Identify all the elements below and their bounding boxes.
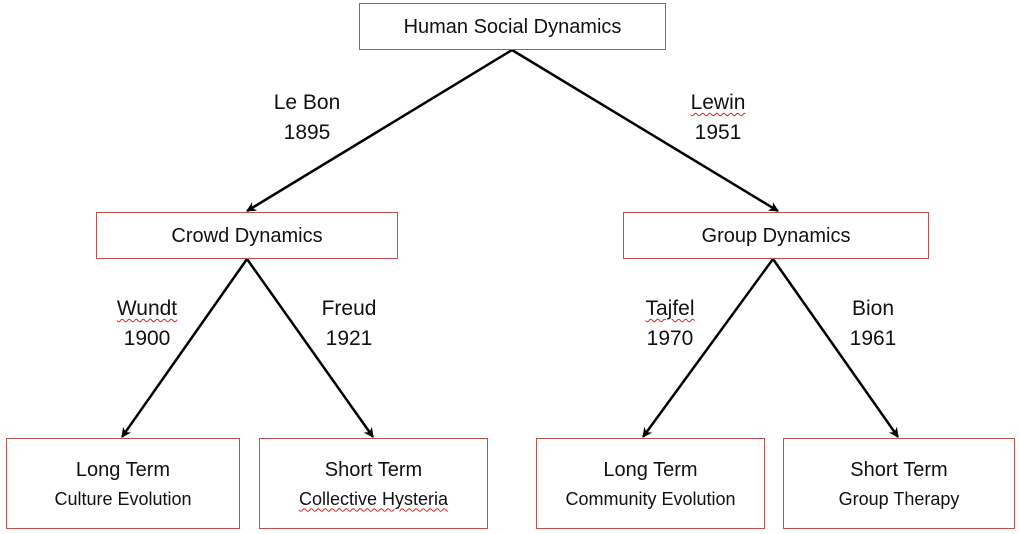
node-group-dynamics: Group Dynamics [623,212,929,259]
node-title: Long Term [75,458,171,481]
node-title: Group Dynamics [701,224,851,247]
edge-label-name: Lewin [690,91,746,114]
edge-label-name: Le Bon [273,91,341,114]
edge-label-year: 1961 [849,327,897,350]
node-crowd-long-term: Long Term Culture Evolution [6,438,240,529]
node-subtitle: Community Evolution [565,488,736,509]
edge-label-lewin: Lewin 1951 [663,88,773,148]
node-crowd-dynamics: Crowd Dynamics [96,212,398,259]
node-subtitle: Group Therapy [838,488,960,509]
edge-label-name: Freud [321,297,377,320]
edge-label-lebon: Le Bon 1895 [252,88,362,148]
edge-label-year: 1900 [123,327,171,350]
node-group-long-term: Long Term Community Evolution [536,438,765,529]
arrow-crowd-to-short-term [245,258,375,438]
node-title: Human Social Dynamics [403,15,622,38]
edge-label-year: 1921 [325,327,373,350]
edge-label-wundt: Wundt 1900 [92,294,202,354]
edge-label-bion: Bion 1961 [818,294,928,354]
arrow-root-to-crowd [246,48,513,213]
edge-label-freud: Freud 1921 [294,294,404,354]
node-title: Short Term [850,458,948,481]
edge-label-name: Tajfel [645,297,695,320]
arrow-group-to-short-term [771,258,900,438]
node-title-text: Crowd Dynamics [171,224,323,247]
edge-label-year: 1951 [694,121,742,144]
node-title: Crowd Dynamics [171,224,322,248]
node-title: Short Term [324,458,423,481]
node-crowd-short-term: Short Term Collective Hysteria [259,438,488,529]
edge-label-name: Wundt [116,297,178,320]
edge-label-tajfel: Tajfel 1970 [615,294,725,354]
edge-label-name: Bion [851,297,895,320]
arrow-group-to-long-term [641,258,775,438]
node-group-short-term: Short Term Group Therapy [783,438,1015,529]
node-title: Long Term [603,458,698,481]
node-subtitle: Culture Evolution [54,488,192,509]
edge-label-year: 1970 [646,327,694,350]
node-human-social-dynamics: Human Social Dynamics [359,3,666,50]
edge-label-year: 1895 [283,121,331,144]
node-subtitle: Collective Hysteria [298,488,449,509]
arrow-root-to-group [511,48,779,213]
arrow-crowd-to-long-term [120,258,249,438]
